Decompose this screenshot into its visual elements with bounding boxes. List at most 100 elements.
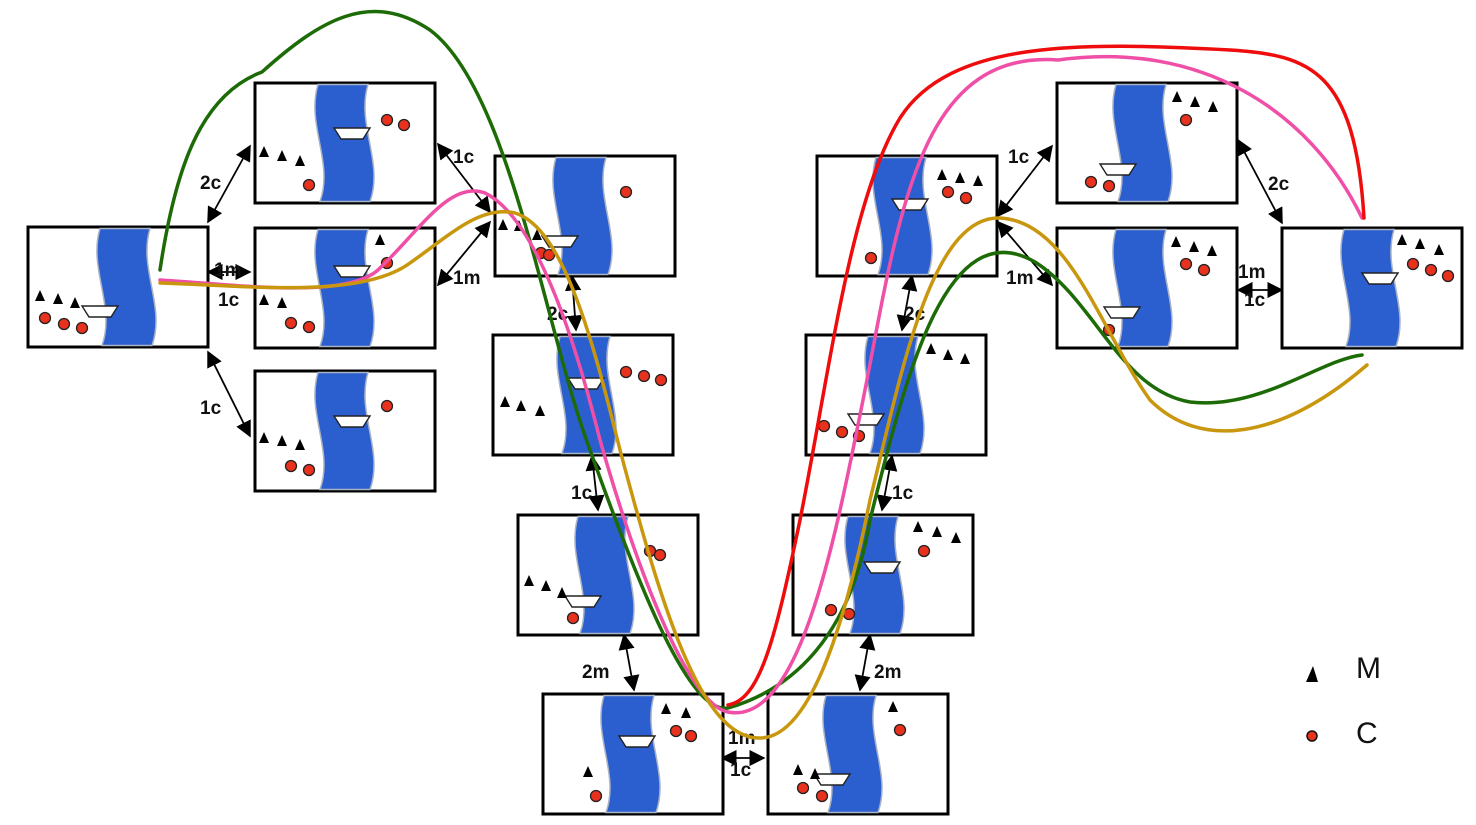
cannibal-icon — [284, 316, 298, 330]
cannibal-icon — [1102, 179, 1116, 193]
cannibal-icon — [959, 191, 973, 205]
transition-label: 1m — [1238, 262, 1265, 283]
cannibal-icon — [637, 369, 651, 383]
transition-arrow — [207, 350, 251, 438]
river — [1340, 228, 1401, 348]
state-box — [815, 154, 999, 278]
cannibal-icon — [1179, 257, 1193, 271]
transition-arrow — [996, 220, 1054, 287]
man-icon — [960, 353, 970, 364]
man-icon — [1415, 238, 1425, 249]
state-box — [253, 369, 437, 493]
cannibal-icon — [815, 789, 829, 803]
cannibal-icon — [284, 459, 298, 473]
boat-icon — [1360, 272, 1400, 285]
man-icon — [557, 587, 567, 598]
transition-label: 1m — [728, 728, 755, 749]
man-icon — [1190, 96, 1200, 107]
man-icon — [70, 297, 80, 308]
river — [574, 515, 635, 635]
legend-man-icon — [1306, 666, 1318, 682]
man-icon — [1434, 244, 1444, 255]
transition-label: 2c — [200, 173, 222, 194]
man-icon — [1171, 236, 1181, 247]
transition-label: 1c — [218, 290, 240, 311]
transition-arrow — [437, 142, 491, 214]
cannibal-icon — [864, 251, 878, 265]
cannibal-icon — [817, 419, 831, 433]
transition-label: 1c — [1008, 147, 1030, 168]
man-icon — [295, 439, 305, 450]
legend-cannibal-icon — [1306, 730, 1318, 742]
state-box — [1280, 226, 1464, 350]
man-icon — [1208, 101, 1218, 112]
man-icon — [524, 575, 534, 586]
man-icon — [583, 766, 593, 777]
cannibal-icon — [380, 399, 394, 413]
cannibal-icon — [380, 113, 394, 127]
transition-arrow — [997, 144, 1053, 218]
cannibal-icon — [824, 603, 838, 617]
man-icon — [943, 349, 953, 360]
boat-icon — [1098, 163, 1138, 176]
cannibal-icon — [1179, 113, 1193, 127]
transition-label: 1m — [453, 268, 480, 289]
state-boxes — [26, 81, 1464, 816]
cannibal-icon — [75, 321, 89, 335]
man-icon — [913, 521, 923, 532]
cannibal-icon — [1424, 263, 1438, 277]
cannibal-icon — [589, 789, 603, 803]
solution-path — [158, 54, 1364, 715]
man-icon — [259, 146, 269, 157]
man-icon — [793, 764, 803, 775]
man-icon — [1207, 245, 1217, 256]
cannibal-icon — [619, 185, 633, 199]
man-icon — [810, 768, 820, 779]
boat-icon — [332, 415, 372, 428]
cannibal-icon — [1084, 175, 1098, 189]
river — [552, 156, 613, 276]
legend-cannibal-label: C — [1356, 717, 1378, 750]
transition-label: 2m — [874, 662, 901, 683]
man-icon — [681, 707, 691, 718]
solution-path — [158, 210, 1369, 740]
man-icon — [932, 526, 942, 537]
man-icon — [500, 396, 510, 407]
cannibal-icon — [302, 463, 316, 477]
transition-arrow — [585, 454, 605, 512]
solution-paths — [158, 9, 1369, 740]
cannibal-icon — [796, 781, 810, 795]
solution-path — [726, 44, 1366, 707]
transition-label: 1c — [730, 760, 752, 781]
state-box — [541, 692, 725, 816]
boat-icon — [846, 413, 886, 426]
man-icon — [888, 701, 898, 712]
man-icon — [277, 297, 287, 308]
river — [314, 83, 375, 203]
cannibal-icon — [302, 320, 316, 334]
transition-label: 2c — [1268, 174, 1290, 195]
transition-label: 2m — [582, 662, 609, 683]
transition-arrow — [896, 274, 918, 332]
boat-icon — [563, 595, 603, 608]
man-icon — [661, 703, 671, 714]
cannibal-icon — [941, 185, 955, 199]
river — [314, 228, 375, 348]
legend-man-label: M — [1356, 652, 1381, 685]
solution-path — [158, 9, 1364, 710]
cannibal-icon — [917, 544, 931, 558]
man-icon — [35, 290, 45, 301]
transition-arrow — [876, 454, 898, 512]
cannibal-icon — [542, 248, 556, 262]
cannibal-icon — [684, 729, 698, 743]
man-icon — [1189, 241, 1199, 252]
transition-label: 1c — [1244, 290, 1266, 311]
boat-icon — [812, 773, 852, 786]
transition-arrow — [854, 633, 876, 692]
boat-icon — [890, 198, 930, 211]
state-box — [1055, 81, 1239, 205]
cannibal-icon — [38, 311, 52, 325]
boat-icon — [332, 127, 372, 140]
state-box — [26, 225, 210, 349]
